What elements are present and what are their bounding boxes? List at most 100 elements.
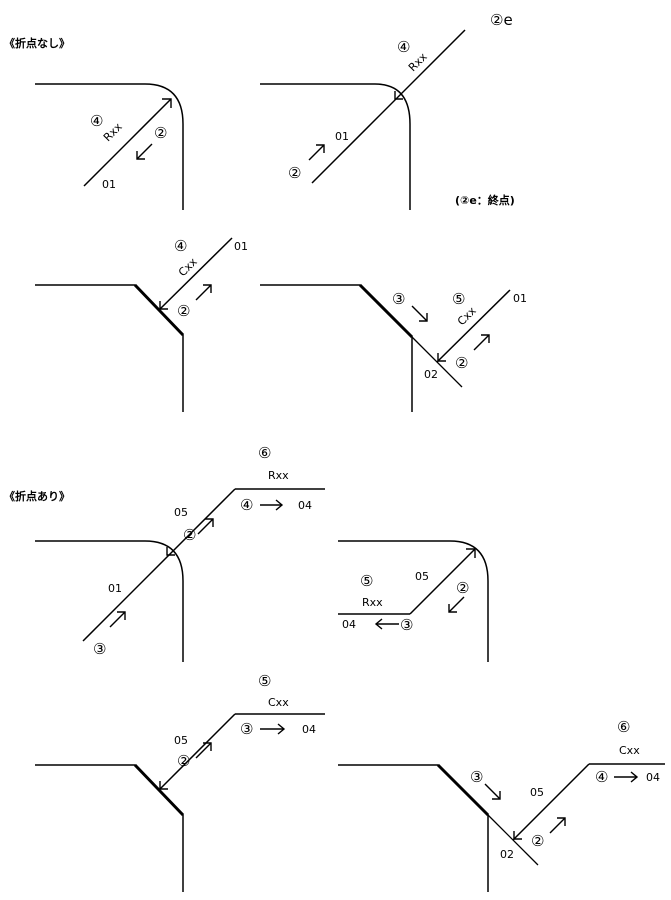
diagram-no-bend-r-end: ②e ④ Rxx 01 ② (260, 11, 513, 210)
toolpath-segment (512, 763, 590, 841)
arrow-head (419, 313, 428, 322)
chamfer-label: Cxx (268, 696, 289, 709)
arrow-head (492, 791, 501, 800)
radius-label: Rxx (268, 469, 289, 482)
workpiece-outline (35, 83, 184, 210)
arrow-head (630, 771, 639, 783)
section-no-bend: 《折点なし》 (4, 36, 70, 50)
workpiece-outline (35, 284, 184, 412)
toolpath-segment (409, 548, 476, 615)
block-label: 04 (298, 499, 312, 512)
step-num: ② (288, 164, 301, 182)
step-num: ⑥ (258, 444, 271, 462)
arrow-head (448, 604, 457, 613)
toolpath-segment (82, 488, 236, 642)
arrow-head (159, 781, 168, 790)
arrow-head (203, 742, 212, 751)
arrow-head (117, 611, 126, 620)
arrow-head (557, 817, 566, 826)
toolpath-segment (158, 237, 233, 311)
direction-arrow (197, 518, 214, 535)
step-num: ⑤ (360, 572, 373, 590)
diagram-no-bend-c-end: ③ ⑤ Cxx 01 ② 02 (260, 283, 527, 412)
direction-arrow (473, 334, 490, 351)
step-num: ③ (240, 720, 253, 738)
step-num: ④ (240, 496, 253, 514)
block-label: 05 (530, 786, 544, 799)
arrow-head (275, 499, 284, 511)
step-num: ④ (397, 38, 410, 56)
chamfer-label: Cxx (619, 744, 640, 757)
step-num: ② (531, 832, 544, 850)
workpiece-outline (338, 540, 489, 662)
arrow-head (466, 548, 476, 558)
toolpath-segment (311, 29, 466, 184)
chamfer-label: Cxx (176, 255, 200, 279)
step-num: ③ (93, 640, 106, 658)
block-label: 01 (513, 292, 527, 305)
diagram-bend-r-end: ⑤ Rxx 05 ② 04 ③ (338, 540, 489, 662)
arrow-head (277, 723, 286, 735)
toolpath-segment (158, 713, 236, 791)
direction-arrow (195, 742, 212, 759)
step-num: ②e (490, 11, 513, 29)
step-num: ② (177, 752, 190, 770)
step-num: ② (455, 354, 468, 372)
step-num: ③ (400, 616, 413, 634)
diagram-bend-c-start: ⑤ Cxx ③ 04 05 ② (35, 672, 325, 892)
workpiece-outline (260, 83, 411, 210)
radius-label: Rxx (362, 596, 383, 609)
endpoint-note: (②e：終点) (455, 193, 515, 207)
block-label: 01 (108, 582, 122, 595)
arrow-head (162, 98, 172, 108)
diagram-bend-c-end: ⑥ Cxx ④ 04 ③ 05 ② 02 (338, 718, 665, 892)
direction-arrow (448, 596, 465, 613)
section-with-bend: 《折点あり》 (4, 489, 70, 503)
step-num: ② (183, 526, 196, 544)
step-num: ③ (392, 290, 405, 308)
step-num: ⑤ (258, 672, 271, 690)
step-num: ⑥ (617, 718, 630, 736)
workpiece-outline (35, 540, 184, 662)
arrow-head (394, 91, 403, 100)
chamfer-edge (436, 763, 490, 817)
block-label: 02 (500, 848, 514, 861)
arrow-head (203, 284, 212, 293)
toolpath-segment (436, 289, 511, 363)
step-num: ② (177, 302, 190, 320)
block-label: 05 (415, 570, 429, 583)
arrow-head (316, 144, 325, 153)
block-label: 02 (424, 368, 438, 381)
step-num: ② (154, 124, 167, 142)
step-num: ④ (595, 768, 608, 786)
workpiece-outline (338, 764, 489, 892)
step-num: ⑤ (452, 290, 465, 308)
arrow-head (136, 151, 145, 160)
diagram-no-bend-c-start: ④ Cxx 01 ② (35, 237, 248, 412)
step-num: ③ (470, 768, 483, 786)
workpiece-outline (260, 284, 413, 412)
block-label: 01 (102, 178, 116, 191)
step-num: ④ (174, 237, 187, 255)
step-num: ④ (90, 112, 103, 130)
arrow-head (437, 353, 446, 362)
step-num: ② (456, 579, 469, 597)
arrow-head (513, 831, 522, 840)
block-label: 04 (342, 618, 356, 631)
block-label: 01 (234, 240, 248, 253)
block-label: 04 (646, 771, 660, 784)
direction-arrow (195, 284, 212, 301)
block-label: 04 (302, 723, 316, 736)
arrow-head (481, 334, 490, 343)
radius-label: Rxx (101, 120, 125, 144)
block-label: 05 (174, 734, 188, 747)
block-label: 05 (174, 506, 188, 519)
direction-arrow (549, 817, 566, 834)
arrow-head (159, 301, 168, 310)
block-label: 01 (335, 130, 349, 143)
chamfer-edge (358, 283, 414, 339)
direction-arrow (411, 305, 428, 322)
workpiece-outline (35, 764, 184, 892)
direction-arrow (484, 783, 501, 800)
